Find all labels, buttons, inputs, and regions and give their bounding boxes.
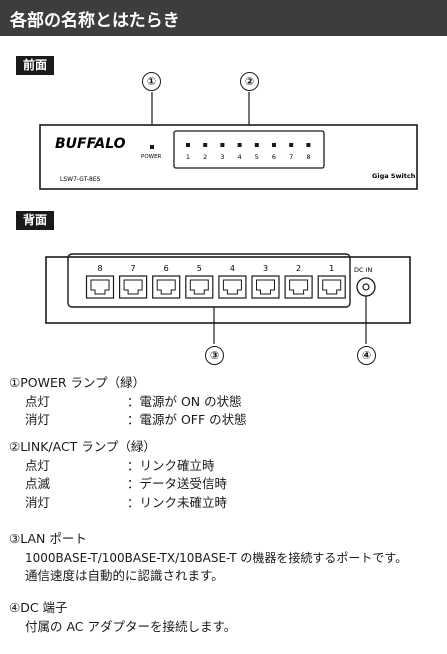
link-led (237, 143, 242, 147)
lan-port-text: 通信速度は自動的に認識されます。 (25, 568, 224, 583)
port-number: 3 (263, 264, 268, 273)
port-number: 4 (230, 264, 235, 273)
callout-3: ③ (205, 346, 224, 365)
link-led (289, 143, 294, 147)
dc-jack-text: 付属の AC アダプターを接続します。 (25, 618, 237, 634)
lan-port (85, 275, 115, 299)
back-label: 背面 (16, 211, 55, 230)
power-led (150, 145, 154, 149)
state-meaning: ：電源が OFF の状態 (127, 412, 247, 427)
dc-jack-title: ④DC 端子 (9, 600, 68, 615)
led-number: 1 (186, 153, 190, 161)
section-title-bar: 各部の名称とはたらき (0, 0, 447, 36)
state-label: 消灯 (25, 494, 51, 510)
link-led (306, 143, 311, 147)
lan-port (152, 275, 181, 299)
link-led (254, 143, 259, 147)
led-number: 8 (306, 153, 310, 161)
led-number: 5 (255, 153, 259, 161)
power-lamp-description: ①POWER ランプ（緑） 点灯 ：電源が ON の状態 消灯 ：電源が OFF の… (9, 374, 247, 430)
lan-port (317, 275, 346, 299)
lan-port (218, 275, 247, 299)
dc-in-label: DC IN (354, 266, 373, 274)
back-panel-diagram: 8 7 6 5 4 3 2 1 DC IN (45, 253, 411, 344)
state-meaning: ：リンク未確立時 (127, 494, 228, 510)
state-label: 消灯 (25, 412, 51, 427)
led-number: 4 (238, 153, 242, 161)
link-led (272, 143, 276, 147)
callout-1: ① (142, 72, 161, 91)
led-number: 7 (289, 153, 293, 161)
link-led (186, 143, 190, 147)
front-label: 前面 (16, 56, 55, 75)
lan-port (185, 275, 214, 299)
link-led (203, 143, 208, 147)
link-lamp-title: ②LINK/ACT ランプ（緑） (9, 439, 156, 454)
state-meaning: ：リンク確立時 (127, 457, 215, 473)
state-label: 点滅 (25, 476, 51, 491)
state-label: 点灯 (25, 457, 51, 473)
lan-port-title: ③LAN ポート (9, 531, 87, 546)
callout-2: ② (240, 72, 259, 91)
state-meaning: ：データ送受信時 (127, 476, 228, 491)
lan-port (118, 275, 148, 299)
port-number: 1 (329, 264, 334, 273)
link-led (220, 143, 225, 147)
port-number: 2 (296, 264, 301, 273)
lan-port-text: 1000BASE-T/100BASE-TX/10BASE-T の機器を接続するポ… (25, 550, 408, 565)
dc-jack-description: ④DC 端子 付属の AC アダプターを接続します。 (9, 599, 236, 636)
port-number: 7 (131, 264, 136, 273)
lan-port (251, 275, 280, 299)
led-number: 2 (203, 153, 207, 161)
power-label: POWER (141, 154, 162, 160)
led-number: 6 (272, 153, 276, 161)
model-name: LSW7-GT-8ES (60, 176, 101, 183)
state-meaning: ：電源が ON の状態 (127, 393, 242, 409)
lan-port-description: ③LAN ポート 1000BASE-T/100BASE-TX/10BASE-T … (9, 530, 407, 586)
brand-logo: BUFFALO (55, 136, 126, 152)
section-title: 各部の名称とはたらき (10, 11, 180, 31)
link-lamp-description: ②LINK/ACT ランプ（緑） 点灯 ：リンク確立時 点滅 ：データ送受信時 消灯… (9, 438, 227, 512)
led-number: 3 (220, 153, 224, 161)
product-name: Giga Switch (372, 172, 416, 180)
state-label: 点灯 (25, 393, 51, 409)
port-number: 5 (197, 264, 202, 273)
front-panel-diagram: BUFFALO POWER 1 2 3 4 5 6 7 8 LSW7-GT-8ES Giga … (39, 92, 418, 190)
lan-port (284, 275, 313, 299)
port-number: 6 (164, 264, 169, 273)
port-number: 8 (97, 264, 102, 273)
power-lamp-title: ①POWER ランプ（緑） (9, 375, 146, 390)
callout-4: ④ (357, 346, 376, 365)
